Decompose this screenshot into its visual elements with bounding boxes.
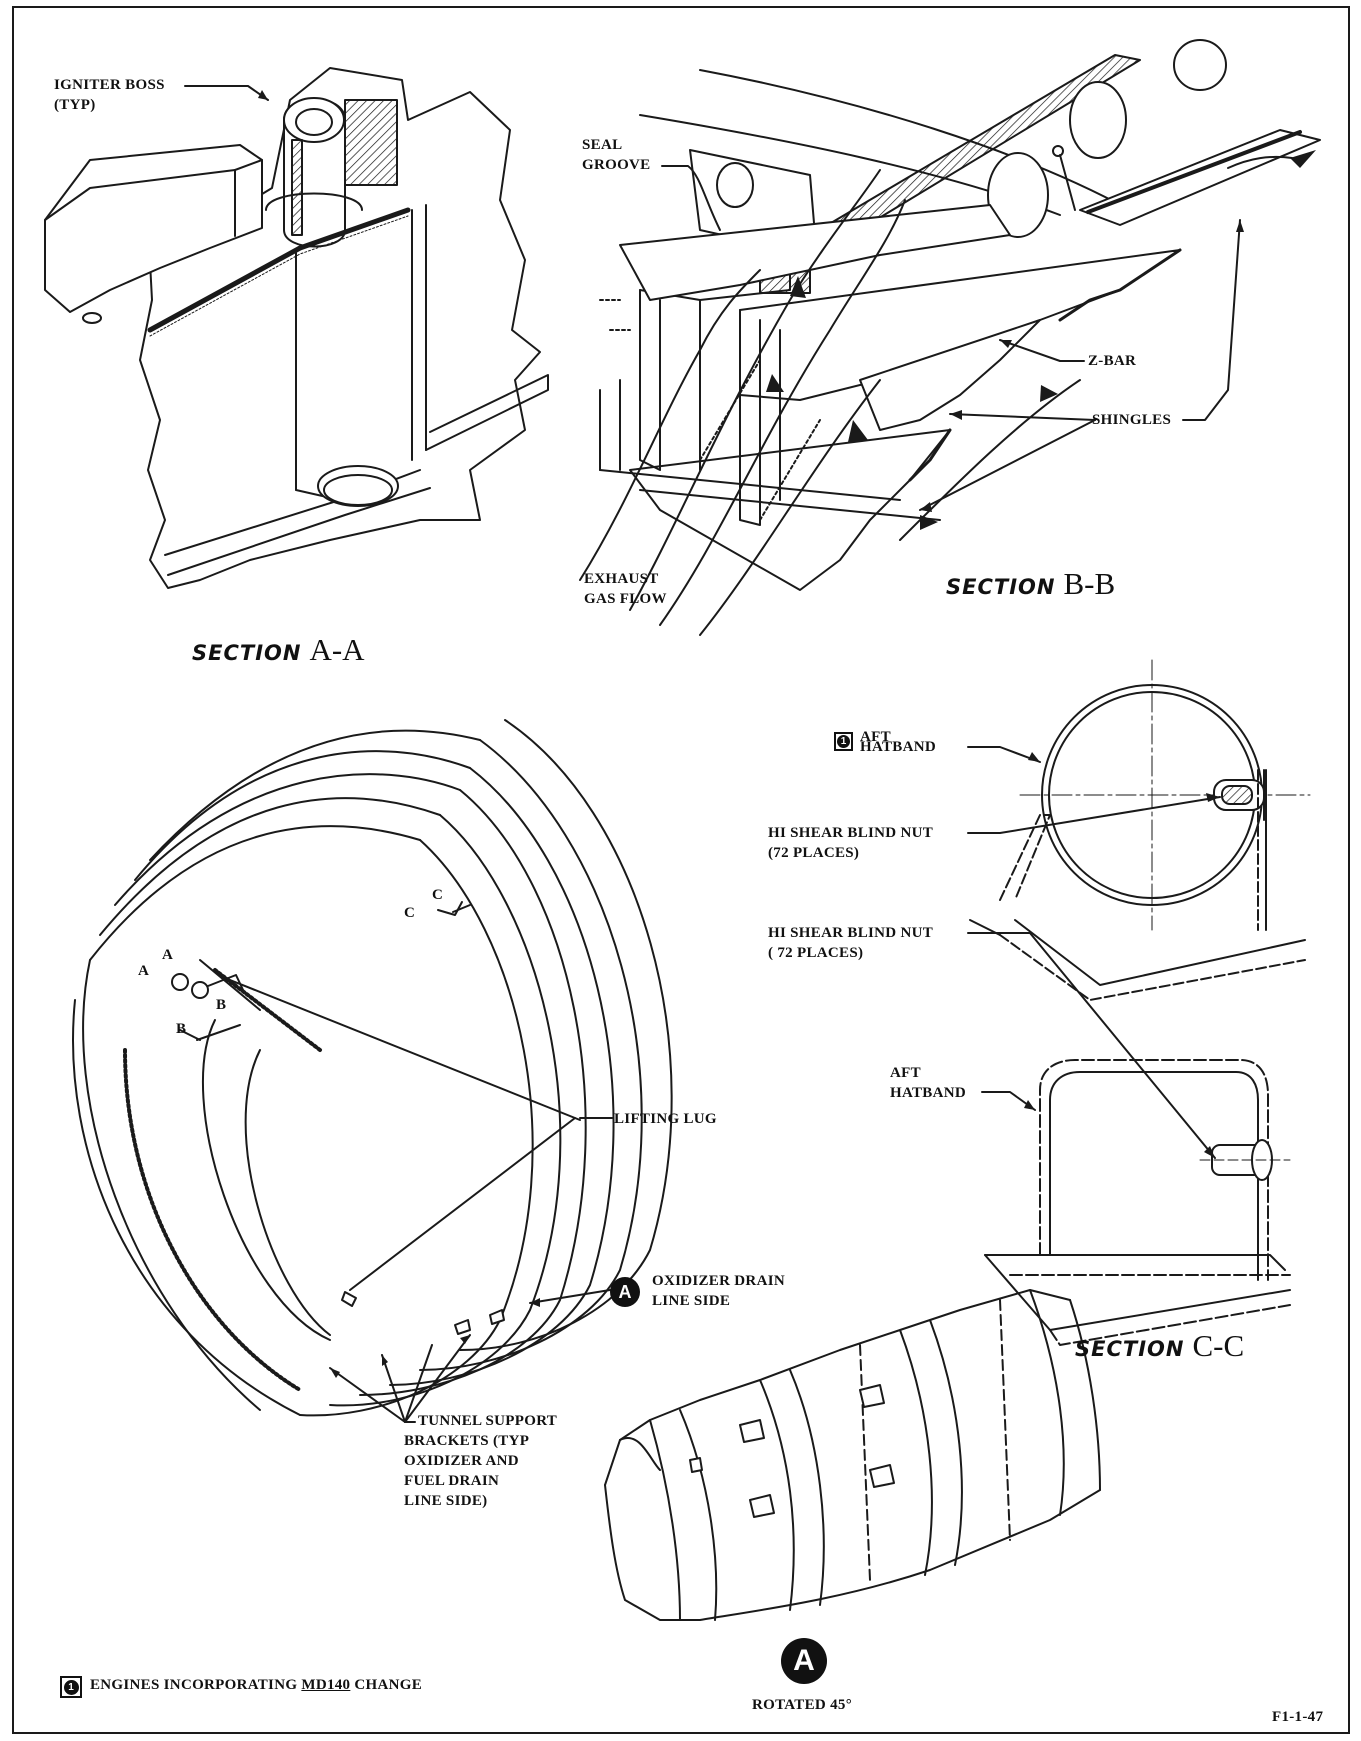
igniter-boss-label-line2: (TYP) bbox=[54, 97, 96, 113]
section-bb-word: SECTION bbox=[946, 575, 1056, 599]
cut-b-marker-1: B bbox=[216, 997, 227, 1013]
section-cc-title: SECTION C-C bbox=[1075, 1328, 1244, 1364]
hi-shear-nut-top-label-line2: (72 PLACES) bbox=[768, 845, 860, 861]
section-cc-word: SECTION bbox=[1075, 1337, 1185, 1361]
hi-shear-nut-bottom-label-line1: HI SHEAR BLIND NUT bbox=[768, 925, 934, 941]
igniter-boss-label-line1: IGNITER BOSS bbox=[54, 77, 165, 93]
detail-a-marker-icon: A bbox=[781, 1638, 827, 1684]
figure-id-label: F1-1-47 bbox=[1272, 1709, 1324, 1725]
section-aa-title: SECTION A-A bbox=[192, 632, 365, 668]
hi-shear-nut-top-label-line1: HI SHEAR BLIND NUT bbox=[768, 825, 934, 841]
view-a-marker-icon: A bbox=[610, 1277, 640, 1307]
detail-a-drawing bbox=[604, 1289, 1101, 1621]
hi-shear-nut-bottom-label-line2: ( 72 PLACES) bbox=[768, 945, 864, 961]
z-bar-label: Z-BAR bbox=[1088, 353, 1137, 369]
lifting-lug-label: LIFTING LUG bbox=[614, 1111, 717, 1127]
cut-a-marker-2: A bbox=[138, 963, 150, 979]
section-aa-code: A-A bbox=[309, 632, 365, 667]
cut-b-marker-2: B bbox=[176, 1021, 187, 1037]
cut-c-marker-2: C bbox=[404, 905, 416, 921]
rotated-45-label: ROTATED 45° bbox=[752, 1697, 853, 1713]
cut-a-marker-1: A bbox=[162, 947, 174, 963]
oxidizer-drain-label-line1: OXIDIZER DRAIN bbox=[652, 1273, 785, 1289]
oxidizer-drain-label-line2: LINE SIDE bbox=[652, 1293, 731, 1309]
exhaust-gas-flow-label-line1: EXHAUST bbox=[584, 571, 659, 587]
page-border bbox=[12, 6, 1350, 1734]
exhaust-gas-flow-label-line2: GAS FLOW bbox=[584, 591, 667, 607]
cut-c-marker-1: C bbox=[432, 887, 444, 903]
tunnel-support-label-line3: OXIDIZER AND bbox=[404, 1453, 519, 1469]
section-cc-code: C-C bbox=[1192, 1328, 1245, 1363]
tunnel-support-label-line2: BRACKETS (TYP bbox=[404, 1433, 530, 1449]
shingles-label: SHINGLES bbox=[1092, 412, 1172, 428]
footnote-badge-icon: 1 bbox=[60, 1676, 82, 1698]
change-note-badge-icon: 1 bbox=[834, 732, 853, 751]
tunnel-support-label-line5: LINE SIDE) bbox=[404, 1493, 488, 1509]
section-aa-word: SECTION bbox=[192, 641, 302, 665]
tunnel-support-label-line1: TUNNEL SUPPORT bbox=[418, 1413, 558, 1429]
section-cc-bottom-drawing bbox=[984, 1059, 1291, 1346]
label-leaders bbox=[184, 85, 1244, 1159]
section-cc-top-drawing bbox=[969, 659, 1311, 1001]
footnote-text: ENGINES INCORPORATING MD140 CHANGE bbox=[90, 1677, 423, 1693]
section-bb-drawing bbox=[579, 39, 1321, 636]
aft-hatband-top-label-line2: HATBAND bbox=[860, 739, 936, 755]
seal-groove-label-line1: SEAL bbox=[582, 137, 623, 153]
main-chamber-drawing bbox=[72, 719, 673, 1423]
seal-groove-label-line2: GROOVE bbox=[582, 157, 651, 173]
aft-hatband-bottom-label-line1: AFT bbox=[890, 1065, 921, 1081]
aft-hatband-top-label-line1: AFT bbox=[860, 729, 891, 745]
section-bb-title: SECTION B-B bbox=[946, 566, 1115, 602]
section-bb-code: B-B bbox=[1063, 566, 1116, 601]
aft-hatband-bottom-label-line2: HATBAND bbox=[890, 1085, 966, 1101]
section-aa-drawing bbox=[44, 67, 549, 589]
tunnel-support-label-line4: FUEL DRAIN bbox=[404, 1473, 500, 1489]
